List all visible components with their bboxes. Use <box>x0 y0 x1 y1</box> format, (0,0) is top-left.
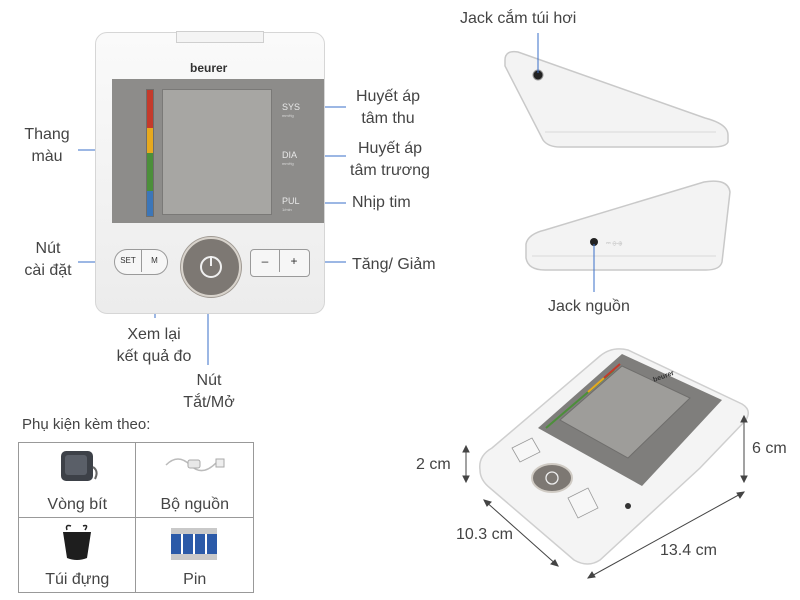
label-diastolic: Huyết áp tâm trương <box>344 138 436 182</box>
brand-logo: beurer <box>190 61 228 75</box>
label-color-scale: Thang màu <box>18 124 76 168</box>
dimension-height-right: 6 cm <box>752 440 787 457</box>
dimension-width: 13.4 cm <box>660 542 717 559</box>
label-pulse: Nhịp tim <box>352 194 411 211</box>
screen-pul-unit: 1/min <box>282 207 292 212</box>
color-scale-bar <box>146 89 154 217</box>
screen-dia: DIA <box>282 150 298 160</box>
label-up-down: Tăng/ Giảm <box>352 256 436 273</box>
accessory-label: Túi đựng <box>45 571 110 588</box>
power-icon <box>200 256 222 278</box>
side-view-power-jack: ⎓ ⊖-⊕ <box>525 180 731 271</box>
label-line: Huyết áp <box>357 140 423 157</box>
power-button[interactable] <box>181 237 241 297</box>
screen-sys: SYS <box>282 102 301 112</box>
cuff-icon <box>61 451 98 481</box>
batteries-icon <box>170 528 217 560</box>
label-line: tâm thu <box>361 110 415 127</box>
screen-pul: PUL <box>282 196 300 206</box>
label-power-jack: Jack nguồn <box>548 298 630 315</box>
label-line: Nút <box>35 240 61 257</box>
device-label-sticker <box>176 31 264 43</box>
screen-panel: SYS mmHg DIA mmHg PUL 1/min <box>112 79 324 223</box>
accessories-table: Vòng bít Bộ nguồn Túi đựng <box>17 442 254 593</box>
label-power: Nút Tắt/Mở <box>176 370 242 414</box>
dimension-depth: 10.3 cm <box>456 526 513 543</box>
accessory-label: Vòng bít <box>47 496 108 513</box>
power-adapter-icon <box>165 458 225 472</box>
accessory-cell: Pin <box>135 517 254 593</box>
lcd-display <box>162 89 272 215</box>
accessory-cell: Vòng bít <box>17 442 137 518</box>
label-line: Huyết áp <box>355 88 421 105</box>
dimension-height-left: 2 cm <box>416 456 451 473</box>
plus-button[interactable]: + <box>290 254 298 268</box>
pouch-icon <box>63 524 92 560</box>
label-cuff-jack: Jack cắm túi hơi <box>460 10 577 27</box>
label-line: cài đặt <box>24 262 72 279</box>
accessory-label: Pin <box>183 571 207 588</box>
label-line: tâm trương <box>350 162 430 179</box>
label-line: Nút <box>196 372 222 389</box>
device-3d-view: beurer <box>479 348 749 565</box>
accessory-cell: Túi đựng <box>17 517 137 593</box>
label-line: kết quả đo <box>116 348 192 365</box>
side-view-cuff-jack <box>504 50 729 148</box>
label-line: Xem lại <box>127 326 181 343</box>
accessory-cell: Bộ nguồn <box>135 442 254 518</box>
label-line: Thang <box>24 126 70 143</box>
screen-sys-unit: mmHg <box>282 113 294 118</box>
set-button[interactable]: SET <box>115 250 142 272</box>
svg-text:beurer: beurer <box>652 370 675 384</box>
label-line: Tắt/Mở <box>183 394 235 411</box>
minus-button[interactable]: – <box>251 250 280 272</box>
adjust-buttons: – + <box>250 249 310 277</box>
label-line: màu <box>31 148 63 165</box>
accessories-title: Phụ kiện kèm theo: <box>22 416 151 433</box>
accessory-label: Bộ nguồn <box>160 496 229 513</box>
device-front-view: beurer SYS mmHg DIA mmHg PUL 1/min SET M… <box>95 31 325 314</box>
svg-text:⎓ ⊖-⊕: ⎓ ⊖-⊕ <box>606 241 622 247</box>
screen-dia-unit: mmHg <box>282 161 294 166</box>
memory-button[interactable]: M <box>151 256 158 265</box>
label-set-button: Nút cài đặt <box>20 238 76 282</box>
set-memory-buttons: SET M <box>114 249 168 275</box>
label-review: Xem lại kết quả đo <box>106 324 202 368</box>
label-systolic: Huyết áp tâm thu <box>348 86 428 130</box>
